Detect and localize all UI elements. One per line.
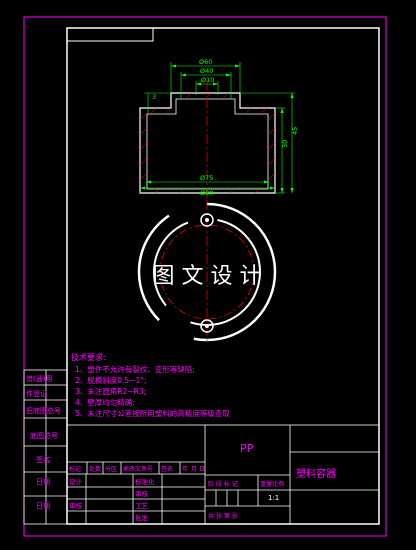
- hole-bottom: [200, 319, 214, 333]
- row-label-count: 处数: [89, 465, 101, 473]
- hole-bottom-center: [205, 324, 209, 328]
- strip-label-7: 日期: [36, 502, 50, 510]
- title-block-texts: PP 塑料容器 1:1 阶 段 标 记 重量 比例 共 张 第 张 标记 处数 …: [69, 442, 336, 522]
- note-item-1: 1、塑件不允许有裂纹、变形等缺陷;: [75, 364, 195, 374]
- top-view: 图 文 设 计: [137, 200, 277, 344]
- note-item-2: 2、脱模斜度0.5~1°;: [75, 375, 147, 385]
- strip-label-5: 签名: [36, 455, 50, 464]
- dimension-arrows: [140, 64, 294, 193]
- row-label-day: 日: [199, 466, 205, 473]
- sheet-border: [23, 16, 387, 537]
- craft-label: 工艺: [135, 502, 149, 510]
- notes-heading: 技术要求:: [71, 352, 106, 362]
- signature-labels: 设计 标准化 审核 审核 工艺 批准: [69, 477, 155, 522]
- hole-top: [200, 213, 214, 227]
- pitch-circle: [159, 224, 255, 320]
- section-hatching: [139, 92, 276, 194]
- dimension-lines: [139, 62, 295, 194]
- strip-label-1: 借(通)用: [26, 374, 52, 383]
- dim-d60: Ø60: [199, 58, 212, 66]
- container-inner-contour: [146, 98, 269, 190]
- material-text: PP: [240, 442, 254, 455]
- part-name-text: 塑料容器: [296, 467, 336, 480]
- note-item-3: 3、未注圆角R2~R3;: [75, 386, 146, 396]
- dim-h45: 45: [291, 127, 299, 135]
- dim-d80: Ø80: [200, 189, 213, 197]
- ratio-text: 比例: [272, 480, 284, 488]
- dim-h30: 30: [281, 140, 289, 148]
- row-label-year: 年: [182, 465, 188, 473]
- sheets-text: 共 张 第 张: [208, 512, 238, 520]
- stage-marks-text: 阶 段 标 记: [208, 480, 238, 488]
- note-item-4: 4、壁厚均匀精确;: [75, 397, 135, 407]
- dim-d40: Ø40: [200, 67, 213, 75]
- left-strip-labels: 借(通)用 件登记 旧底图总号 底图总号 签名 日期 日期: [26, 374, 61, 510]
- strip-label-3: 旧底图总号: [26, 406, 61, 415]
- hole-top-center: [205, 218, 209, 222]
- design-label: 设计: [69, 477, 83, 486]
- note-item-5: 5、未注尺寸公差按所用塑料的高精度等级查取: [75, 408, 230, 418]
- watermark-text: 图 文 设 计: [153, 264, 262, 289]
- dim-h3: 3: [152, 93, 156, 101]
- row-label-zone: 分区: [105, 465, 117, 473]
- title-block-grid: [66, 424, 380, 525]
- row-label-sign: 签名: [161, 465, 173, 473]
- strip-label-2: 件登记: [26, 389, 47, 398]
- standardize-label: 标准化: [135, 477, 155, 486]
- strip-label-4: 底图总号: [30, 431, 58, 440]
- technical-notes: 技术要求: 1、塑件不允许有裂纹、变形等缺陷; 2、脱模斜度0.5~1°; 3、…: [71, 352, 230, 418]
- row-label-month: 月: [191, 466, 197, 473]
- dimension-texts: Ø60 Ø40 Ø10 3 30 45 Ø75 Ø80: [152, 58, 299, 197]
- row-label-doc: 更改文件号: [123, 465, 153, 473]
- row-label-mark: 标记: [69, 465, 81, 473]
- weight-text: 重量: [260, 480, 272, 488]
- change-row: 标记 处数 分区 更改文件号 签名 年 月 日: [69, 465, 205, 473]
- strip-label-6: 日期: [36, 478, 50, 486]
- approve-label: 批准: [135, 513, 149, 522]
- section-view: Ø60 Ø40 Ø10 3 30 45 Ø75 Ø80: [139, 58, 299, 200]
- review-label: 审核: [69, 501, 83, 510]
- code-box: [66, 27, 154, 42]
- check-label: 审核: [135, 489, 149, 498]
- scale-text: 1:1: [268, 494, 279, 502]
- dim-d10: Ø10: [201, 76, 214, 84]
- dim-d75: Ø75: [200, 174, 213, 182]
